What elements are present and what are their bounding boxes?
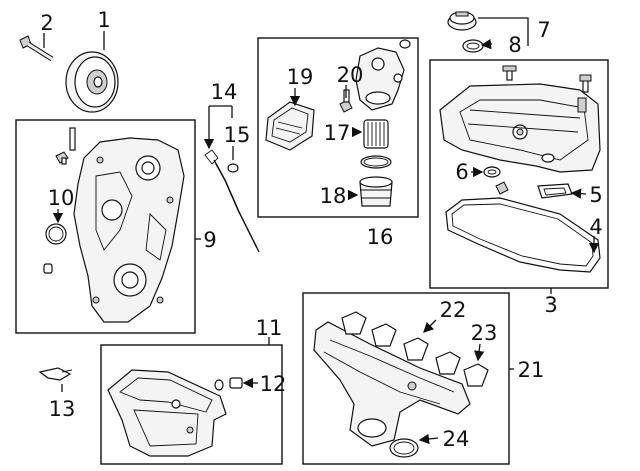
callout-12: 12 xyxy=(260,372,287,396)
oil-pan-group-box xyxy=(100,344,283,465)
callout-24: 24 xyxy=(443,427,470,451)
callout-leader-8 xyxy=(480,38,493,50)
intake-manifold-group-box xyxy=(302,292,510,465)
pulley-bolt-illustration xyxy=(19,35,54,62)
callout-leader-24 xyxy=(418,433,439,445)
oil-filter-group-box xyxy=(257,37,419,218)
oil-cooler-illustration xyxy=(265,101,315,151)
callout-17: 17 xyxy=(324,121,351,145)
oil-pan-illustration xyxy=(107,369,227,457)
oil-filter-housing-illustration xyxy=(355,47,405,111)
valve-cover-seal-6-illustration xyxy=(483,166,501,178)
filler-cap-seal-illustration xyxy=(462,39,484,53)
callout-10: 10 xyxy=(48,186,75,210)
callout-20: 20 xyxy=(337,63,364,87)
callout-1: 1 xyxy=(97,8,110,32)
callout-leader-23 xyxy=(473,343,485,362)
oil-filler-cap-illustration xyxy=(447,11,477,31)
callout-21: 21 xyxy=(518,358,545,382)
callout-13: 13 xyxy=(49,397,76,421)
callout-7: 7 xyxy=(537,18,550,42)
callout-23: 23 xyxy=(471,321,498,345)
oil-filter-cap-illustration xyxy=(359,176,393,207)
valve-cover-stud-illustration xyxy=(502,65,517,81)
dipstick-illustration xyxy=(204,149,260,253)
callout-8: 8 xyxy=(508,33,521,57)
callout-3: 3 xyxy=(544,293,557,317)
callout-leader-5 xyxy=(570,188,587,199)
front-cover-group-box xyxy=(15,119,196,334)
callout-leader-22 xyxy=(423,319,437,333)
crankshaft-pulley-illustration xyxy=(65,51,119,113)
callout-22: 22 xyxy=(440,298,467,322)
callout-19: 19 xyxy=(287,65,314,89)
housing-o-ring-illustration xyxy=(399,39,411,49)
callout-14: 14 xyxy=(211,80,238,104)
drain-plug-illustration xyxy=(214,377,243,391)
callout-2: 2 xyxy=(40,11,53,35)
filter-cap-o-ring-illustration xyxy=(360,155,392,169)
dipstick-o-ring-illustration xyxy=(227,163,239,173)
callout-11: 11 xyxy=(256,316,283,340)
callout-18: 18 xyxy=(320,184,347,208)
callout-9: 9 xyxy=(203,228,216,252)
valve-cover-sensor-illustration xyxy=(577,74,592,113)
intake-manifold-illustration xyxy=(313,321,471,447)
spark-plug-tube-seal-illustration xyxy=(537,183,573,199)
plug-illustration xyxy=(43,263,53,274)
throttle-body-gasket-illustration xyxy=(389,438,419,458)
bracket-13-illustration xyxy=(38,367,73,381)
timing-chain-cover-illustration xyxy=(73,137,185,323)
oil-filter-element-illustration xyxy=(363,119,389,149)
callout-5: 5 xyxy=(589,183,602,207)
callout-bracket-7 xyxy=(478,17,529,46)
valve-cover-fitting-illustration xyxy=(495,181,509,195)
valve-cover-gasket-illustration xyxy=(445,197,601,273)
valve-cover-illustration xyxy=(439,83,601,173)
callout-6: 6 xyxy=(455,160,468,184)
callout-4: 4 xyxy=(589,215,602,239)
valve-cover-group-box xyxy=(429,59,609,289)
intake-port-gaskets-illustration xyxy=(341,311,489,387)
front-cover-seal-illustration xyxy=(45,223,67,245)
callout-15: 15 xyxy=(224,123,251,147)
callout-16: 16 xyxy=(367,225,394,249)
small-bolt-illustration xyxy=(55,151,69,165)
dowel-pin-illustration xyxy=(69,127,76,151)
